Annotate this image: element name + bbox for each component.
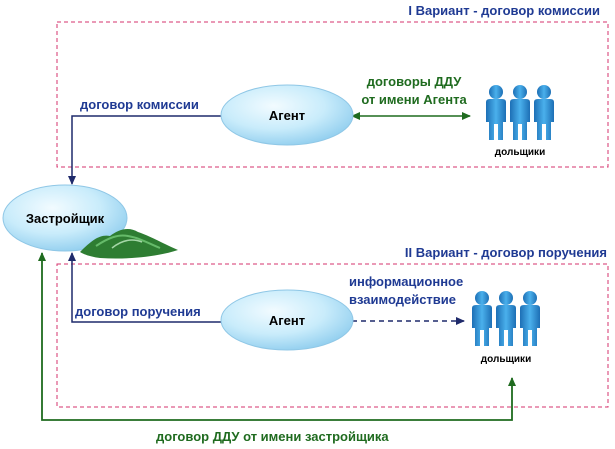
- hills-icon: [80, 229, 178, 259]
- commission-label: договор комиссии: [80, 97, 199, 112]
- agent-label-variant1: Агент: [269, 108, 305, 123]
- variant1-frame: [56, 21, 609, 168]
- info-label-line2: взаимодействие: [349, 292, 456, 307]
- shareholders-icon-variant2: [472, 291, 540, 346]
- commission-arrow: [68, 115, 222, 185]
- agent-node-variant1: [220, 84, 354, 146]
- developer-label: Застройщик: [26, 211, 105, 226]
- agent-node-variant2: [220, 289, 354, 351]
- developer-node: [2, 184, 128, 252]
- variant1-title: I Вариант - договор комиссии: [408, 3, 600, 18]
- ddu-developer-arrow: [38, 252, 516, 421]
- ddu-developer-label: договор ДДУ от имени застройщика: [156, 429, 389, 444]
- variant2-title: II Вариант - договор поручения: [405, 245, 607, 260]
- info-label-line1: информационное: [349, 274, 463, 289]
- ddu-agent-label-line2: от имени Агента: [361, 92, 467, 107]
- shareholders-label-variant1: дольщики: [495, 147, 545, 158]
- agent-label-variant2: Агент: [269, 313, 305, 328]
- assignment-label: договор поручения: [75, 304, 201, 319]
- ddu-agent-label-line1: договоры ДДУ: [367, 74, 462, 89]
- shareholders-label-variant2: дольщики: [481, 354, 531, 365]
- shareholders-icon-variant1: [486, 85, 554, 140]
